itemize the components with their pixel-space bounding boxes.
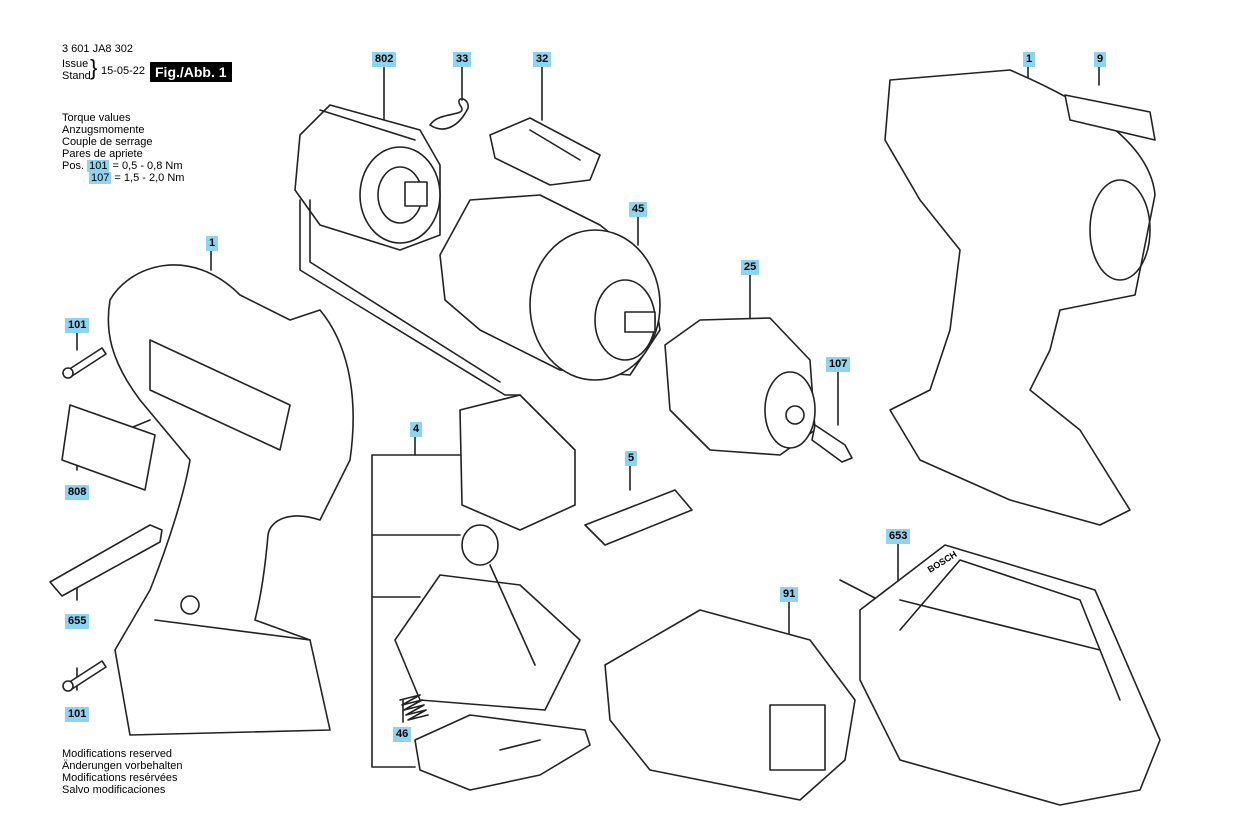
torque-line-de: Anzugsmomente	[62, 124, 145, 136]
chuck-25	[664, 317, 816, 456]
mod-line-es: Salvo modificaciones	[62, 784, 166, 796]
torque-block: Torque values Anzugsmomente Couple de se…	[62, 112, 184, 184]
callout-33[interactable]: 33	[453, 52, 472, 67]
callout-4[interactable]: 4	[410, 422, 423, 437]
label-808	[61, 404, 156, 491]
base-plate	[414, 714, 591, 791]
issue-label-en: Issue	[62, 58, 89, 70]
figure-label: Fig./Abb. 1	[150, 62, 232, 82]
item4-bracket	[371, 434, 461, 768]
torque-row-101: Pos. 101 = 0,5 - 0,8 Nm	[62, 160, 184, 172]
pos-label: Pos.	[62, 160, 85, 172]
gearbox-45	[439, 194, 661, 381]
callout-45[interactable]: 45	[629, 202, 648, 217]
callout-802[interactable]: 802	[372, 52, 397, 67]
mod-line-fr: Modifications resérvées	[62, 772, 178, 784]
charger-653	[839, 544, 1161, 806]
screw-101-top	[62, 347, 107, 379]
part-number: 3 601 JA8 302	[62, 43, 133, 55]
torque-row-107: 107 = 1,5 - 2,0 Nm	[62, 172, 184, 184]
spring-33	[429, 98, 469, 130]
mod-line-de: Änderungen vorbehalten	[62, 760, 183, 772]
motor-802	[294, 104, 521, 396]
callout-655[interactable]: 655	[65, 614, 90, 629]
housing-right-1	[884, 69, 1156, 526]
callout-9[interactable]: 9	[1094, 52, 1107, 67]
issue-brace: }	[90, 55, 98, 80]
callout-653[interactable]: 653	[886, 529, 911, 544]
callout-5[interactable]: 5	[625, 451, 638, 466]
torque-pos-107[interactable]: 107	[89, 172, 112, 184]
torque-line-es: Pares de apriete	[62, 148, 143, 160]
callout-808[interactable]: 808	[65, 485, 90, 500]
issue-label-de: Stand	[62, 70, 91, 82]
mod-line-en: Modifications reserved	[62, 748, 173, 760]
callout-91[interactable]: 91	[780, 587, 799, 602]
callout-25[interactable]: 25	[741, 260, 760, 275]
issue-label: Issue Stand	[62, 58, 91, 82]
modifications-block: Modifications reserved Änderungen vorbeh…	[62, 748, 182, 796]
cover-5	[584, 489, 693, 546]
battery-91	[604, 609, 856, 801]
slider-32	[489, 117, 601, 186]
callout-1-left[interactable]: 1	[206, 236, 219, 251]
label-9	[1064, 94, 1156, 141]
screw-101-bottom	[62, 660, 107, 692]
torque-value-101: = 0,5 - 0,8 Nm	[112, 160, 183, 172]
housing-left-1	[107, 264, 354, 736]
spring-46	[399, 694, 429, 721]
callout-32[interactable]: 32	[533, 52, 552, 67]
switch-4	[394, 394, 581, 711]
callout-107[interactable]: 107	[826, 357, 851, 372]
bit-655	[49, 524, 163, 597]
callout-1-right[interactable]: 1	[1023, 52, 1036, 67]
torque-pos-101[interactable]: 101	[87, 160, 110, 172]
torque-value-107: = 1,5 - 2,0 Nm	[114, 172, 185, 184]
torque-line-fr: Couple de serrage	[62, 136, 153, 148]
callout-101-bottom[interactable]: 101	[65, 707, 90, 722]
callout-101-top[interactable]: 101	[65, 318, 90, 333]
screw-107	[811, 424, 853, 463]
issue-date: 15-05-22	[101, 65, 146, 77]
callout-46[interactable]: 46	[393, 727, 412, 742]
torque-line-en: Torque values	[62, 112, 131, 124]
